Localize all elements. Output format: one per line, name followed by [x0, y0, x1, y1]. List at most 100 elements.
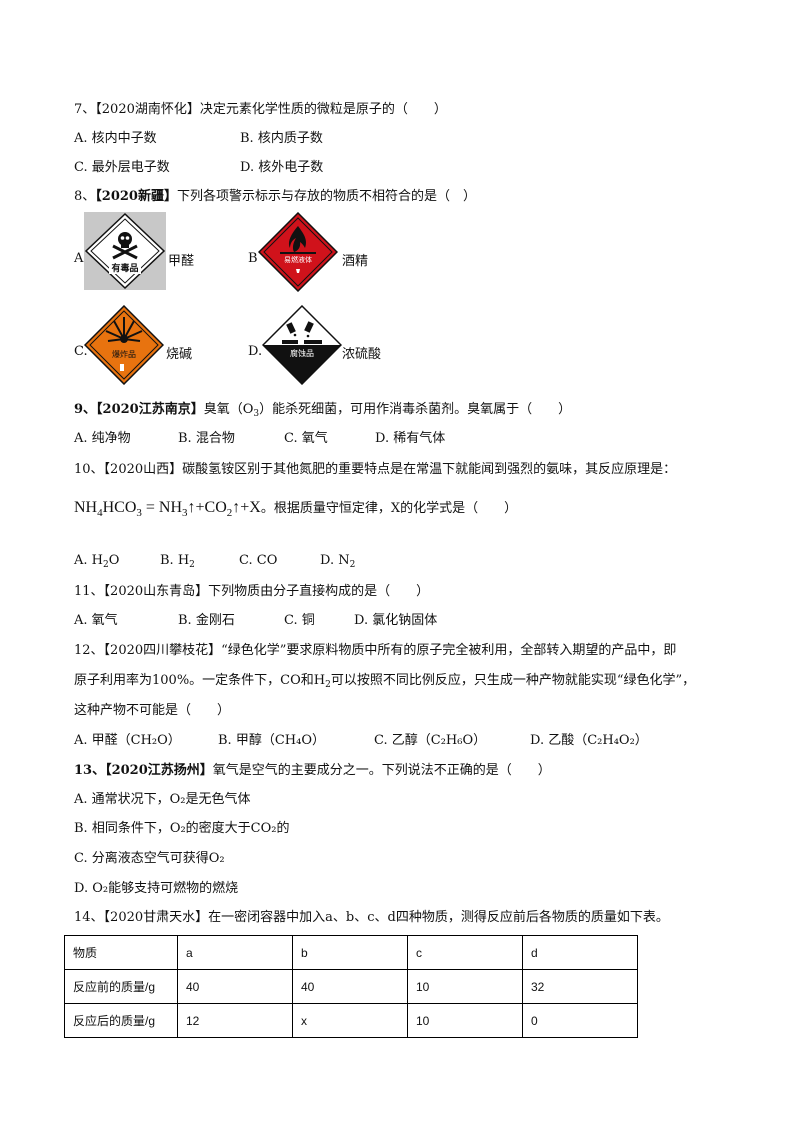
question-9-stem-sub: 3 [253, 409, 260, 419]
eq-sub-3a: 3 [136, 507, 142, 519]
q9-option-c[interactable]: C. 氧气 [284, 431, 328, 446]
question-11-source: 【2020山东青岛】 [103, 584, 209, 599]
q7-option-b[interactable]: B. 核内质子数 [240, 131, 323, 146]
table-cell: 反应前的质量/g [64, 969, 178, 1004]
table-cell: 反应后的质量/g [64, 1003, 178, 1038]
q11-option-a[interactable]: A. 氧气 [74, 613, 118, 628]
table-cell: 12 [177, 1003, 293, 1038]
q10-option-d[interactable]: D. N2 [320, 552, 355, 574]
question-13-number: 13、 [74, 763, 106, 778]
table-header-cell: d [522, 935, 638, 970]
q9-option-a[interactable]: A. 纯净物 [74, 431, 131, 446]
question-10-stem: 碳酸氢铵区别于其他氮肥的重要特点是在常温下就能闻到强烈的氨味，其反应原理是： [182, 462, 677, 477]
flame-icon [258, 212, 338, 292]
q7-option-a[interactable]: A. 核内中子数 [74, 131, 157, 146]
q10-option-d-sub: 2 [349, 560, 356, 570]
q9-option-d[interactable]: D. 稀有气体 [375, 431, 446, 446]
corrosion-icon [262, 305, 342, 385]
table-header-cell: 物质 [64, 935, 178, 970]
question-13-source: 【2020江苏扬州】 [105, 763, 213, 778]
q8-option-d-letter[interactable]: D. [248, 344, 263, 359]
question-12-line-3: 这种产物不可能是（ ） [74, 703, 231, 718]
q11-option-d[interactable]: D. 氯化钠固体 [354, 613, 438, 628]
reaction-equation: NH4HCO3 = NH3↑+CO2↑+X。根据质量守恒定律，X的化学式是（ ） [74, 497, 517, 524]
toxic-sign-text: 有毒品 [111, 264, 139, 274]
q13-option-b[interactable]: B. 相同条件下，O₂的密度大于CO₂的 [74, 821, 290, 836]
q10-option-a[interactable]: A. H2O [74, 552, 119, 574]
question-9-source: 【2020江苏南京】 [96, 402, 204, 417]
q10-option-d-text: D. N [320, 553, 350, 568]
question-10-stem-after: 。根据质量守恒定律，X的化学式是（ ） [260, 501, 518, 516]
question-12-line-1: 12、【2020四川攀枝花】“绿色化学”要求原料物质中所有的原子完全被利用，全部… [74, 642, 676, 660]
explosive-sign: 爆炸品 [84, 305, 164, 385]
flammable-liquid-sign: 易燃液体 [258, 212, 338, 292]
question-14-number: 14、 [74, 910, 104, 925]
q8-option-b-substance: 酒精 [342, 254, 369, 269]
q12-option-d[interactable]: D. 乙酸（C₂H₄O₂） [530, 733, 648, 748]
q10-option-a-text-b: O [108, 553, 120, 568]
question-12-stem-2-sub: 2 [325, 680, 331, 690]
q7-option-d[interactable]: D. 核外电子数 [240, 160, 324, 175]
eq-sub-4: 4 [97, 507, 103, 519]
flammable-sign-text: 易燃液体 [284, 256, 312, 264]
q11-option-c[interactable]: C. 铜 [284, 613, 315, 628]
question-7-number: 7、 [74, 102, 96, 117]
table-header-row: 物质 a b c d [64, 935, 638, 970]
eq-sub-2: 2 [226, 507, 233, 519]
q13-option-c[interactable]: C. 分离液态空气可获得O₂ [74, 851, 225, 866]
question-12-stem-2a: 原子利用率为100%。一定条件下，CO和H [74, 673, 326, 688]
q7-option-c[interactable]: C. 最外层电子数 [74, 160, 170, 175]
q9-option-b[interactable]: B. 混合物 [178, 431, 235, 446]
question-11: 11、【2020山东青岛】下列物质由分子直接构成的是（ ） [74, 583, 429, 601]
table-cell: x [292, 1003, 408, 1038]
question-9: 9、【2020江苏南京】臭氧（O3）能杀死细菌，可用作消毒杀菌剂。臭氧属于（ ） [74, 401, 571, 423]
question-13-stem: 氧气是空气的主要成分之一。下列说法不正确的是（ ） [212, 763, 551, 778]
question-10-source: 【2020山西】 [103, 462, 183, 477]
q11-option-b[interactable]: B. 金刚石 [178, 613, 235, 628]
explosion-icon [84, 305, 164, 385]
question-11-stem: 下列物质由分子直接构成的是（ ） [208, 584, 430, 599]
question-7: 7、【2020湖南怀化】决定元素化学性质的微粒是原子的（ ） [74, 101, 447, 119]
question-12-stem-1: “绿色化学”要求原料物质中所有的原子完全被利用，全部转入期望的产品中，即 [221, 643, 677, 658]
question-14: 14、【2020甘肃天水】在一密闭容器中加入a、b、c、d四种物质，测得反应前后… [74, 909, 669, 927]
toxic-sign: 有毒品 [84, 212, 166, 290]
table-header-cell: b [292, 935, 408, 970]
q13-option-a[interactable]: A. 通常状况下，O₂是无色气体 [74, 792, 251, 807]
question-11-number: 11、 [74, 584, 104, 599]
corrosive-sign: 腐蚀品 [262, 305, 342, 385]
q12-option-b[interactable]: B. 甲醇（CH₄O） [218, 733, 325, 748]
table-row: 反应后的质量/g 12 x 10 0 [64, 1003, 638, 1038]
eq-hco: HCO [102, 499, 137, 516]
q8-option-a-substance: 甲醛 [168, 254, 195, 269]
q8-option-c-letter[interactable]: C. [74, 344, 88, 359]
eq-tail: ↑+X [232, 499, 261, 516]
question-14-source: 【2020甘肃天水】 [103, 910, 209, 925]
q8-option-b-letter[interactable]: B [248, 251, 258, 266]
q10-option-b-sub: 2 [189, 560, 195, 570]
table-cell: 40 [292, 969, 408, 1004]
question-13: 13、【2020江苏扬州】氧气是空气的主要成分之一。下列说法不正确的是（ ） [74, 762, 551, 780]
q10-option-b-text: B. H [160, 553, 190, 568]
question-12-source: 【2020四川攀枝花】 [103, 643, 222, 658]
skull-crossbones-icon [84, 212, 166, 290]
table-header-cell: a [177, 935, 293, 970]
q10-option-a-text-a: A. H [74, 553, 103, 568]
corrosive-sign-text: 腐蚀品 [290, 349, 314, 358]
question-12-stem-2b: 可以按照不同比例反应，只生成一种产物就能实现“绿色化学”， [330, 673, 696, 688]
question-10: 10、【2020山西】碳酸氢铵区别于其他氮肥的重要特点是在常温下就能闻到强烈的氨… [74, 461, 676, 479]
table-cell: 0 [522, 1003, 638, 1038]
eq-co: ↑+CO [187, 499, 227, 516]
q10-option-c[interactable]: C. CO [239, 553, 278, 568]
table-cell: 10 [407, 1003, 523, 1038]
q12-option-c[interactable]: C. 乙醇（C₂H₆O） [374, 733, 487, 748]
eq-sub-3b: 3 [182, 507, 188, 519]
question-8-stem: 下列各项警示标示与存放的物质不相符合的是（ ） [176, 189, 476, 204]
table-cell: 32 [522, 969, 638, 1004]
question-12-number: 12、 [74, 643, 104, 658]
q10-option-b[interactable]: B. H2 [160, 552, 195, 574]
question-7-stem: 决定元素化学性质的微粒是原子的（ ） [199, 102, 447, 117]
q12-option-a[interactable]: A. 甲醛（CH₂O） [74, 733, 181, 748]
q13-option-d[interactable]: D. O₂能够支持可燃物的燃烧 [74, 881, 239, 896]
question-8-number: 8、 [74, 189, 96, 204]
q8-option-d-substance: 浓硫酸 [342, 347, 382, 362]
